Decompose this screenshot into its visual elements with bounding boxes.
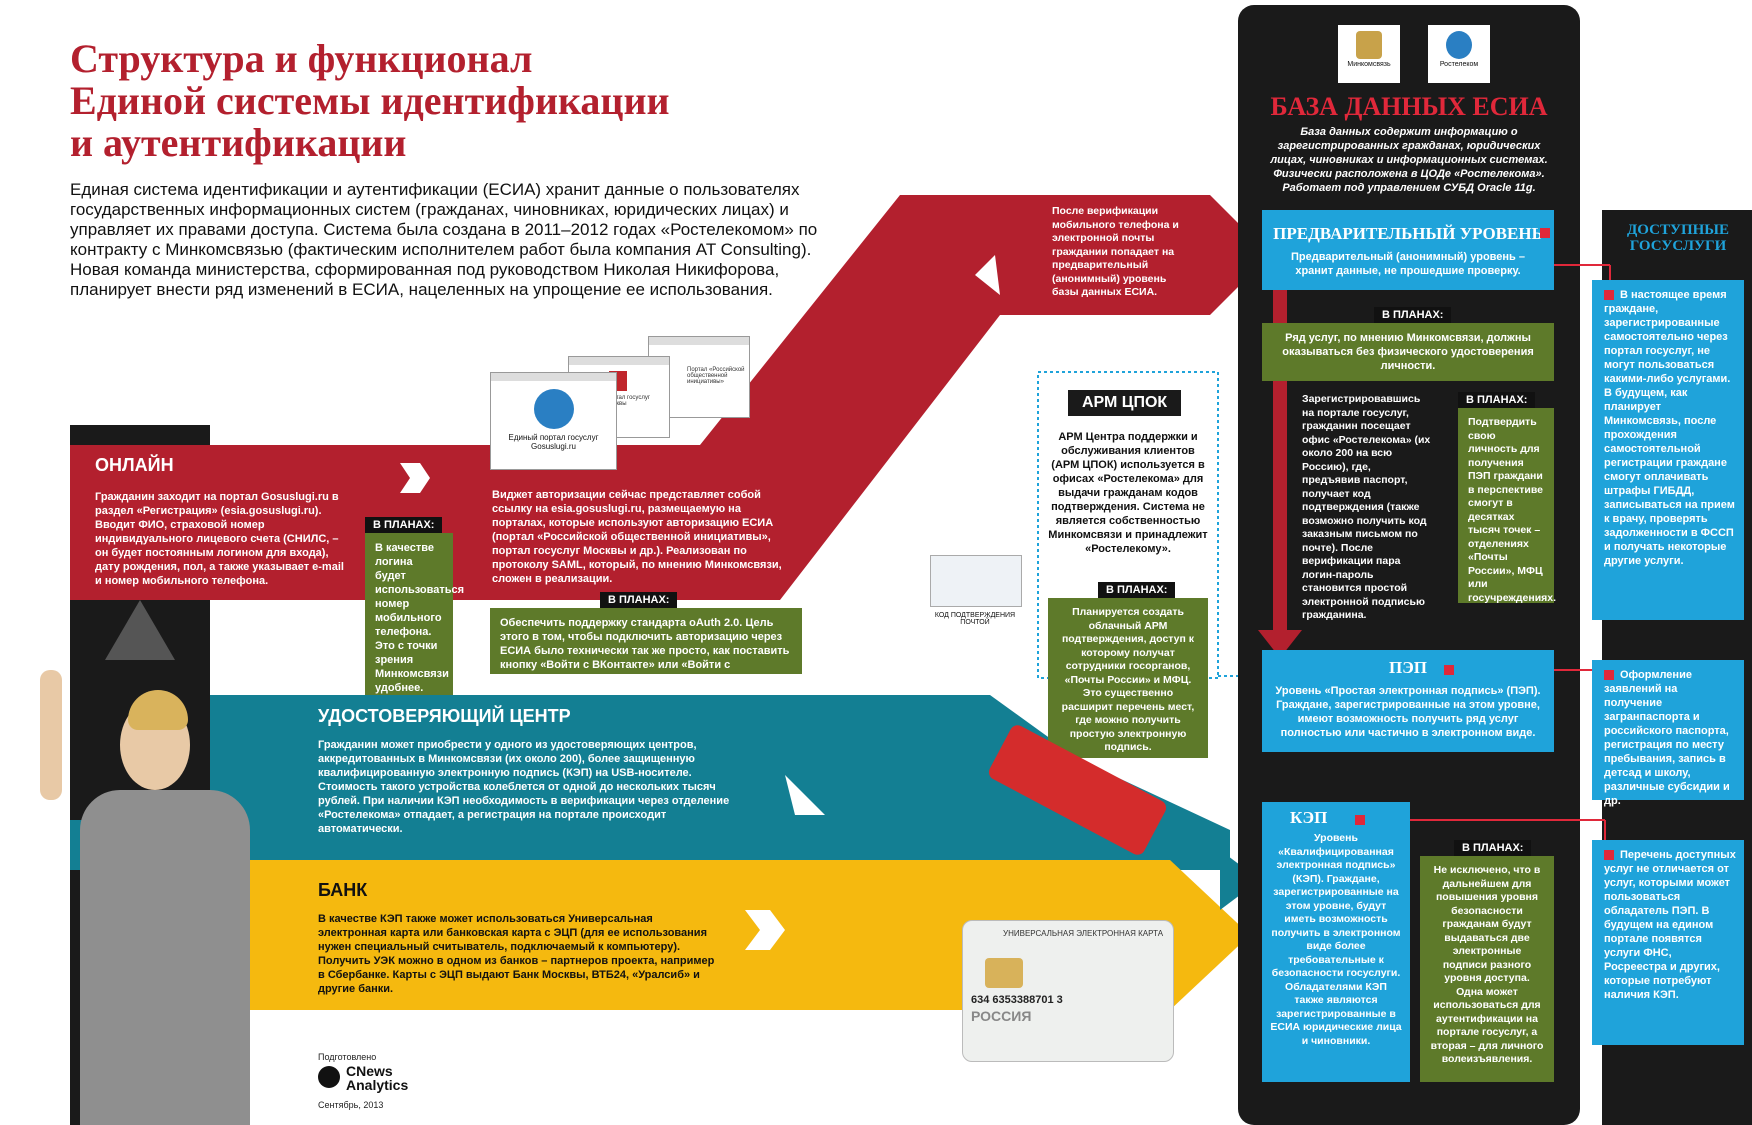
page-title: Структура и функционал Единой системы ид…	[70, 38, 770, 164]
pep-title: ПЭП	[1389, 658, 1427, 677]
plan-label: В ПЛАНАХ:	[1454, 840, 1532, 856]
logo2-label: Ростелеком	[1439, 61, 1479, 68]
eagle-emblem-icon	[1356, 31, 1382, 59]
connector-dot	[1604, 670, 1614, 681]
woman-figure	[40, 670, 300, 1125]
online-text: Гражданин заходит на портал Gosuslugi.ru…	[95, 491, 344, 587]
uc-road	[70, 695, 1230, 870]
credit-prepared: Подготовлено	[318, 1052, 377, 1062]
service-item-1-text: В настоящее время граждане, зарегистриро…	[1604, 289, 1735, 567]
services-title: ДОСТУПНЫЕ ГОСУСЛУГИ	[1626, 222, 1730, 254]
arm-plan: В ПЛАНАХ: Планируется создать облачный А…	[1048, 580, 1208, 758]
online-plan-text: В качестве логина будет использоваться н…	[365, 533, 464, 695]
card-title: УНИВЕРСАЛЬНАЯ ЭЛЕКТРОННАЯ КАРТА	[1003, 929, 1164, 938]
credit-brand-2: Analytics	[346, 1077, 409, 1093]
kep-title: КЭП	[1290, 808, 1328, 827]
service-item-1: В настоящее время граждане, зарегистриро…	[1592, 280, 1744, 620]
title-line-3: и аутентификации	[70, 120, 407, 165]
rostelecom-logo: Ростелеком	[1428, 25, 1490, 83]
chevron-right-icon-1	[400, 463, 430, 493]
widget-plan-text: Обеспечить поддержку стандарта oAuth 2.0…	[490, 608, 802, 685]
arm-text: АРМ Центра поддержки и обслуживания клие…	[1048, 431, 1208, 555]
card-number: 634 6353388701 3	[971, 994, 1063, 1006]
bank-label: БАНК	[318, 880, 368, 900]
plan-label: В ПЛАНАХ:	[1374, 307, 1452, 323]
arm-plan-text: Планируется создать облачный АРМ подтвер…	[1048, 598, 1208, 758]
portal-roi-label: Портал «Российской общественной инициати…	[687, 367, 745, 385]
widget-plan: В ПЛАНАХ: Обеспечить поддержку стандарта…	[490, 590, 802, 685]
connector-dot	[1540, 228, 1550, 238]
office-text: Зарегистрировавшись на портале госуслуг,…	[1302, 393, 1431, 621]
portal-window-gosuslugi: Единый портал госуслуг Gosuslugi.ru	[490, 372, 617, 470]
kep-text: Уровень «Квалифицированная электронная п…	[1270, 832, 1402, 1047]
kep-plan: В ПЛАНАХ: Не исключено, что в дальнейшем…	[1420, 838, 1554, 1082]
portal-window-moscow: Портал госуслуг Москвы	[568, 356, 670, 438]
db-title: БАЗА ДАННЫХ ЕСИА	[1270, 92, 1548, 121]
mail-caption: КОД ПОДТВЕРЖДЕНИЯ ПОЧТОЙ	[934, 612, 1016, 626]
kep-box: КЭП Уровень «Квалифицированная электронн…	[1262, 802, 1410, 1082]
connector-dot	[1604, 850, 1614, 861]
up-arrow-shape	[105, 600, 175, 660]
office-plan-text: Подтвердить свою личность для получения …	[1458, 408, 1556, 604]
plan-label: В ПЛАНАХ:	[1458, 392, 1536, 408]
credit-brand: CNews Analytics	[346, 1064, 408, 1092]
logo1-label: Минкомсвязь	[1347, 61, 1391, 68]
service-item-3: Перечень доступных услуг не отличается о…	[1592, 840, 1744, 1045]
arm-label: АРМ ЦПОК	[1068, 390, 1182, 416]
pre-level-title: ПРЕДВАРИТЕЛЬНЫЙ УРОВЕНЬ	[1273, 224, 1543, 243]
pre-plan: В ПЛАНАХ: Ряд услуг, по мнению Минкомсвя…	[1262, 305, 1554, 381]
db-desc: База данных содержит информацию о зареги…	[1270, 126, 1548, 194]
rostelecom-icon	[1446, 31, 1472, 59]
pre-level-box: ПРЕДВАРИТЕЛЬНЫЙ УРОВЕНЬ Предварительный …	[1262, 210, 1554, 290]
service-item-3-text: Перечень доступных услуг не отличается о…	[1604, 849, 1736, 1001]
verify-text: После верификации мобильного телефона и …	[1052, 205, 1179, 298]
uc-text: Гражданин может приобрести у одного из у…	[318, 739, 730, 835]
chevron-right-icon-2	[745, 910, 785, 950]
kep-plan-text: Не исключено, что в дальнейшем для повыш…	[1420, 856, 1554, 1082]
bank-text: В качестве КЭП также может использоватьс…	[318, 913, 715, 995]
pep-box: ПЭП Уровень «Простая электронная подпись…	[1262, 650, 1554, 752]
widget-text: Виджет авторизации сейчас представляет с…	[492, 489, 782, 585]
portal-main-label: Единый портал госуслуг Gosuslugi.ru	[508, 433, 599, 451]
connector-dot	[1604, 290, 1614, 301]
pre-plan-text: Ряд услуг, по мнению Минкомсвязи, должны…	[1262, 323, 1554, 381]
plan-label: В ПЛАНАХ:	[1098, 582, 1176, 598]
uek-card: УНИВЕРСАЛЬНАЯ ЭЛЕКТРОННАЯ КАРТА 634 6353…	[962, 920, 1174, 1062]
service-item-2: Оформление заявлений на получение загран…	[1592, 660, 1744, 807]
connector-dot	[1444, 665, 1454, 675]
online-plan: В ПЛАНАХ: В качестве логина будет исполь…	[365, 515, 464, 695]
office-plan: В ПЛАНАХ: Подтвердить свою личность для …	[1458, 390, 1556, 604]
credit-brand-1: CNews	[346, 1063, 393, 1079]
credit-date: Сентябрь, 2013	[318, 1100, 384, 1110]
intro-text: Единая система идентификации и аутентифи…	[70, 180, 818, 299]
service-item-2-text: Оформление заявлений на получение загран…	[1604, 669, 1730, 807]
online-label: ОНЛАЙН	[95, 455, 174, 475]
arrow-up-right-icon	[975, 255, 1000, 295]
plan-label: В ПЛАНАХ:	[365, 517, 443, 533]
arrow-down-right-icon	[785, 775, 825, 815]
pre-level-text: Предварительный (анонимный) уровень – хр…	[1291, 251, 1525, 277]
online-road	[70, 195, 1270, 600]
card-chip-icon	[985, 958, 1023, 988]
uc-label: УДОСТОВЕРЯЮЩИЙ ЦЕНТР	[318, 706, 571, 726]
cnews-logo-icon	[318, 1066, 340, 1088]
pep-text: Уровень «Простая электронная подпись» (П…	[1275, 685, 1541, 739]
mail-envelope-icon	[930, 555, 1022, 607]
title-line-1: Структура и функционал	[70, 36, 533, 81]
gosuslugi-logo-icon	[533, 389, 574, 429]
minkomsvyaz-logo: Минкомсвязь	[1338, 25, 1400, 83]
card-country: РОССИЯ	[971, 1008, 1032, 1024]
title-line-2: Единой системы идентификации	[70, 78, 670, 123]
plan-label: В ПЛАНАХ:	[600, 592, 678, 608]
connector-dot	[1355, 815, 1365, 825]
